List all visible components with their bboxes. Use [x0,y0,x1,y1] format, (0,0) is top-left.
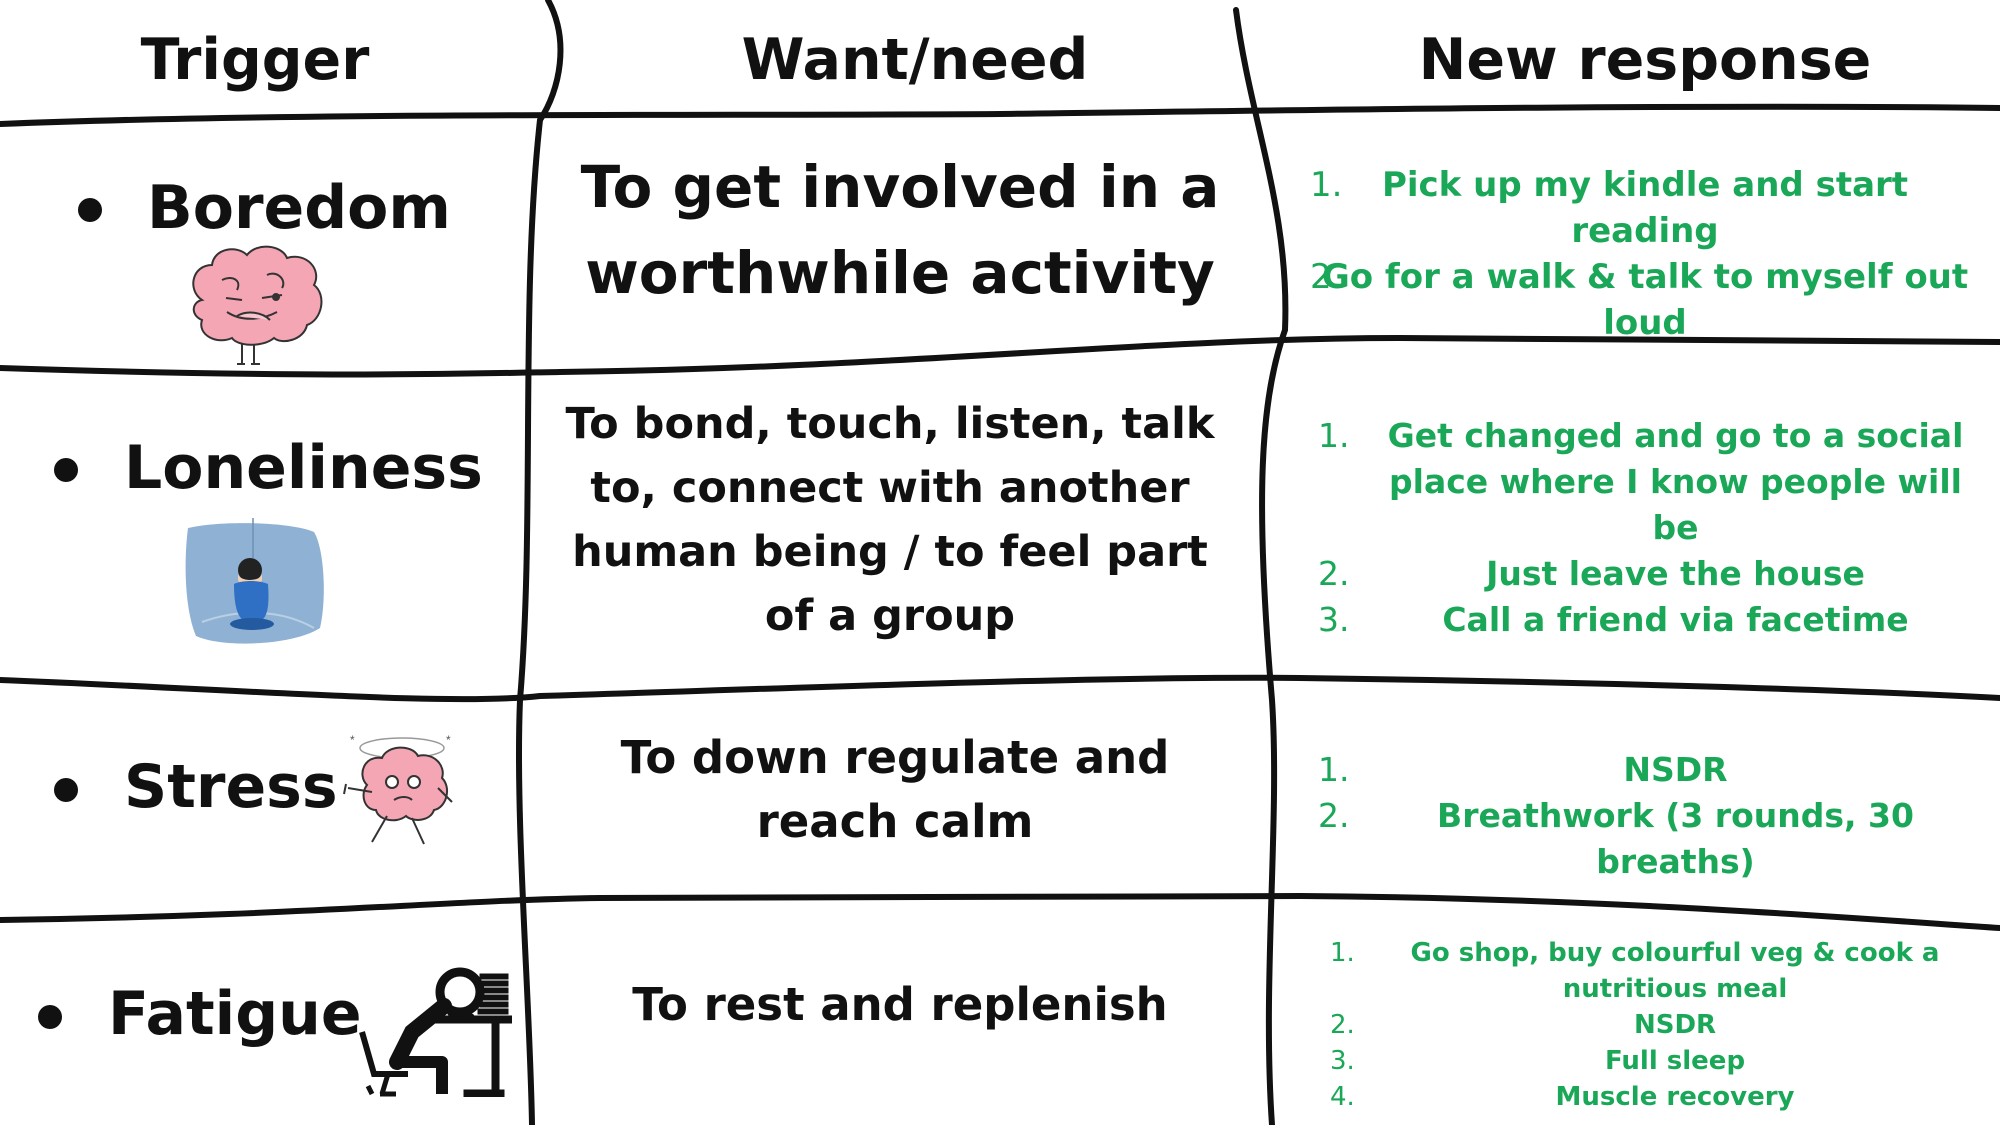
list-item: 2. Just leave the house [1318,554,1865,593]
list-item: 2. NSDR [1330,1010,1717,1040]
list-item: 1. NSDR [1318,750,1728,789]
list-item: 3. Full sleep [1330,1046,1746,1076]
svg-text:*: * [446,733,451,747]
list-item: 2. Breathwork (3 rounds, 30 breaths) [1318,796,1914,881]
bullet-stress [54,778,78,802]
trigger-fatigue: Fatigue [108,979,362,1049]
want-stress: To down regulate and reach calm [620,731,1170,848]
header-want-need: Want/need [741,27,1089,93]
bullet-fatigue [38,1005,62,1029]
trigger-boredom: Boredom [147,173,451,243]
stressed-brain-icon: * * [342,730,462,850]
want-boredom: To get involved in a worthwhile activity [580,153,1220,307]
header-new-response: New response [1418,27,1872,93]
svg-text:*: * [350,733,355,747]
grid-line-h4 [0,892,2000,931]
list-item: 4. Muscle recovery [1330,1082,1795,1112]
tired-person-at-desk-icon [352,962,513,1098]
trigger-stress: Stress [124,752,338,822]
grid-line-h1 [0,103,2000,127]
bullet-loneliness [54,458,78,482]
list-item: 3. Call a friend via facetime [1318,600,1909,639]
header-trigger: Trigger [140,27,370,93]
list-item: 1. Get changed and go to a social place … [1318,416,1964,547]
want-fatigue: To rest and replenish [632,978,1168,1031]
bored-brain-icon [182,240,327,368]
trigger-loneliness: Loneliness [124,433,483,503]
list-item: 2. Go for a walk & talk to myself out lo… [1310,257,1969,343]
responses-boredom: 1. Pick up my kindle and start reading 2… [1310,162,1980,346]
responses-stress: 1. NSDR 2. Breathwork (3 rounds, 30 brea… [1318,747,1983,885]
grid-line-v2 [1233,7,1289,1125]
responses-fatigue: 1. Go shop, buy colourful veg & cook a n… [1330,935,1980,1115]
list-item: 1. Go shop, buy colourful veg & cook a n… [1330,938,1940,1004]
bullet-boredom [78,198,102,222]
list-item: 1. Pick up my kindle and start reading [1310,165,1909,251]
want-loneliness: To bond, touch, listen, talk to, connect… [565,399,1215,641]
responses-loneliness: 1. Get changed and go to a social place … [1318,413,1983,643]
grid-line-h3 [0,674,2000,703]
lonely-child-icon [182,518,327,648]
